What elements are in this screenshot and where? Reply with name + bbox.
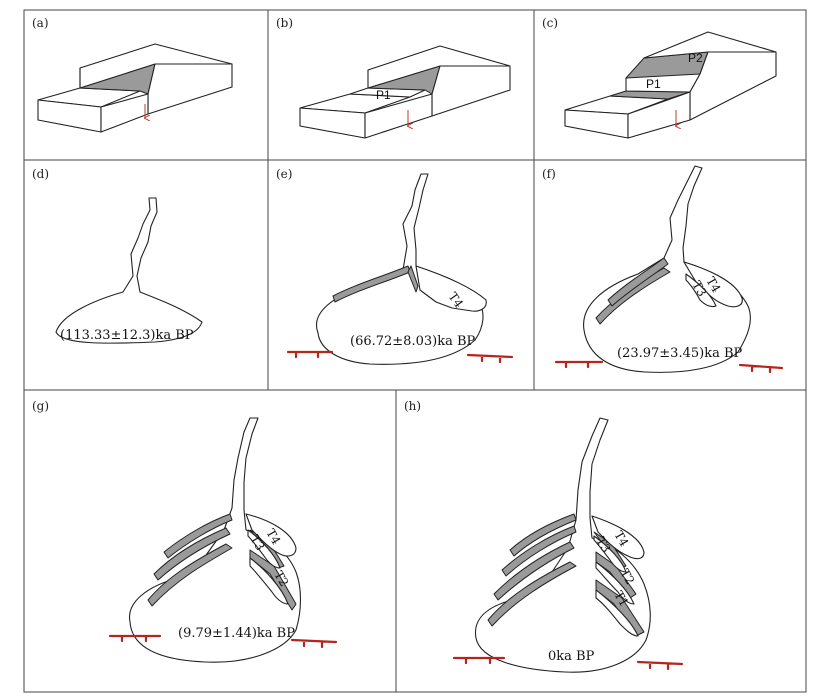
terrace-label-g-t2: T2 bbox=[271, 569, 291, 590]
terrace-e-t4 bbox=[415, 265, 487, 312]
terrace-label-c-p1: P1 bbox=[646, 77, 661, 91]
terrace-h-t3 bbox=[593, 535, 627, 573]
terrace-strip-g-left3 bbox=[163, 513, 233, 559]
block-diagram-c: P1 P2 bbox=[564, 31, 777, 139]
terrace-label-h-t1: T1 bbox=[611, 589, 631, 610]
terrace-label-b-p1: P1 bbox=[376, 88, 391, 102]
fan-diagram-g: T4 T3 T2 (9.79±1.44)ka BP bbox=[108, 417, 338, 663]
terrace-label-h-t3: T3 bbox=[593, 535, 613, 556]
block-b-front-face bbox=[299, 107, 366, 139]
terrace-strip-e-right bbox=[407, 265, 419, 293]
block-c-front-face bbox=[564, 109, 629, 139]
panel-label-b: (b) bbox=[276, 16, 293, 30]
block-c-front-right bbox=[627, 91, 691, 139]
terrace-g-t4 bbox=[245, 513, 297, 557]
fan-diagram-d: (113.33±12.3)ka BP bbox=[55, 197, 203, 344]
terrace-h-t4 bbox=[591, 515, 645, 560]
fan-diagram-e: T4 (66.72±8.03)ka BP bbox=[286, 173, 514, 365]
block-diagram-a bbox=[37, 43, 233, 133]
terrace-strip-f-left2 bbox=[607, 257, 669, 307]
fault-trace-h bbox=[452, 656, 684, 671]
panel-label-f: (f) bbox=[542, 167, 556, 181]
terrace-strip-h-left2 bbox=[493, 541, 575, 601]
fan-outline-d bbox=[55, 197, 203, 344]
panel-label-e: (e) bbox=[276, 167, 292, 181]
terrace-strip-g-left2 bbox=[153, 527, 231, 581]
fan-outline-f bbox=[583, 165, 751, 373]
age-label-h: 0ka BP bbox=[548, 649, 595, 664]
panel-label-d: (d) bbox=[32, 167, 49, 181]
terrace-label-g-t4: T4 bbox=[263, 527, 283, 548]
terrace-strip-h-left1 bbox=[487, 561, 577, 627]
fault-trace-e bbox=[286, 350, 514, 364]
terrace-label-c-p2: P2 bbox=[688, 51, 703, 65]
panel-frames bbox=[23, 9, 807, 693]
panel-label-g: (g) bbox=[32, 399, 49, 413]
age-label-g: (9.79±1.44)ka BP bbox=[178, 626, 295, 641]
terrace-h-t1 bbox=[595, 589, 639, 637]
panel-h-frame bbox=[395, 389, 807, 693]
terrace-label-f-t4: T4 bbox=[703, 275, 723, 296]
block-a-front-right bbox=[100, 93, 149, 133]
terrace-g-t3 bbox=[247, 529, 281, 569]
fault-trace-g bbox=[108, 634, 338, 649]
panel-d-frame bbox=[23, 159, 269, 391]
terrace-strip-g-left1 bbox=[147, 543, 233, 607]
terrace-label-f-t3: T3 bbox=[689, 279, 709, 300]
age-label-d: (113.33±12.3)ka BP bbox=[60, 328, 194, 343]
terrace-g-t2 bbox=[249, 557, 289, 605]
terrace-h-t2 bbox=[595, 561, 635, 605]
block-diagram-b: P1 bbox=[299, 45, 511, 139]
terrace-f-t3 bbox=[685, 273, 717, 308]
terrace-label-h-t4: T4 bbox=[611, 529, 631, 550]
terrace-label-g-t3: T3 bbox=[247, 533, 267, 554]
fan-diagram-h: T4 T3 T2 T1 0ka BP bbox=[452, 417, 684, 673]
terrace-strip-h-left4 bbox=[509, 513, 577, 557]
fan-diagram-f: T4 T3 (23.97±3.45)ka BP bbox=[554, 165, 784, 374]
terrace-strip-h-left3 bbox=[501, 525, 577, 577]
fault-trace-f bbox=[554, 360, 784, 374]
terrace-label-h-t2: T2 bbox=[617, 567, 637, 588]
block-a-right-face bbox=[147, 63, 233, 115]
block-b-front-right bbox=[364, 93, 433, 139]
panel-label-a: (a) bbox=[32, 16, 49, 30]
panel-label-c: (c) bbox=[542, 16, 558, 30]
block-b-right-face bbox=[431, 65, 511, 117]
age-label-f: (23.97±3.45)ka BP bbox=[617, 346, 743, 361]
age-label-e: (66.72±8.03)ka BP bbox=[350, 334, 476, 349]
panel-label-h: (h) bbox=[404, 399, 421, 413]
